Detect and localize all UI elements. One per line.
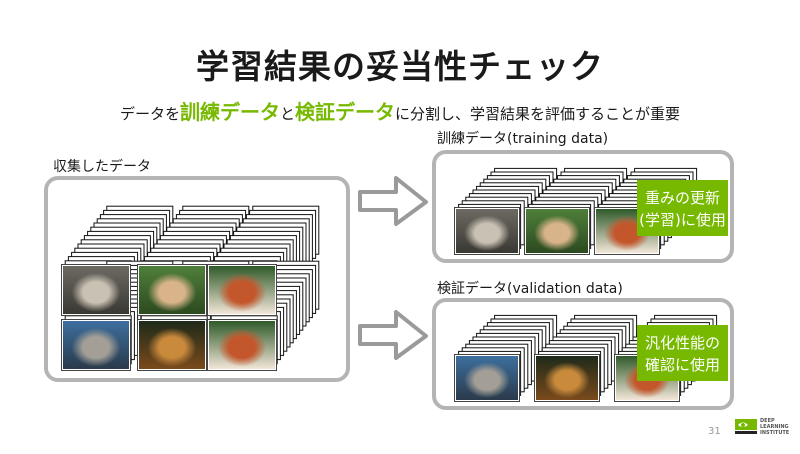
training-note-line2: (学習)に使用 bbox=[639, 211, 726, 229]
subtitle-validation-highlight: 検証データ bbox=[295, 100, 395, 124]
training-note-line1: 重みの更新 bbox=[644, 189, 720, 207]
collected-data-label: 収集したデータ bbox=[53, 159, 151, 175]
collected-photo-tabby-cat-3 bbox=[62, 320, 130, 370]
collected-photo-puppy-1 bbox=[138, 265, 206, 315]
arrow-to-training-icon bbox=[358, 176, 428, 226]
nvidia-logo-icon bbox=[735, 419, 757, 434]
validation-photo-dog bbox=[535, 355, 599, 401]
subtitle-part1: データを bbox=[119, 105, 180, 123]
arrow-to-validation-icon bbox=[358, 310, 428, 360]
validation-note-line2: 確認に使用 bbox=[644, 356, 720, 374]
subtitle-part3: と bbox=[279, 105, 295, 123]
training-usage-note: 重みの更新 (学習)に使用 bbox=[637, 180, 728, 236]
collected-photo-dog-4 bbox=[138, 320, 206, 370]
subtitle-part5: に分割し、学習結果を評価することが重要 bbox=[395, 105, 681, 123]
subtitle-training-highlight: 訓練データ bbox=[179, 100, 280, 124]
page-number: 31 bbox=[708, 426, 721, 437]
validation-usage-note: 汎化性能の 確認に使用 bbox=[637, 325, 728, 381]
validation-data-label: 検証データ(validation data) bbox=[437, 281, 623, 297]
subtitle: データを訓練データと検証データに分割し、学習結果を評価することが重要 bbox=[0, 96, 800, 125]
training-photo-kitten bbox=[455, 208, 519, 254]
training-photo-puppy bbox=[525, 208, 589, 254]
page-title: 学習結果の妥当性チェック bbox=[196, 47, 604, 86]
collected-photo-kitten-0 bbox=[62, 265, 130, 315]
validation-note-line1: 汎化性能の bbox=[644, 334, 720, 352]
training-data-label: 訓練データ(training data) bbox=[437, 131, 609, 147]
collected-photo-red-panda-5 bbox=[208, 320, 276, 370]
dli-logo-text: DEEP LEARNING INSTITUTE bbox=[760, 418, 790, 436]
collected-photo-red-panda-2 bbox=[208, 265, 276, 315]
validation-photo-tabby-cat bbox=[455, 355, 519, 401]
